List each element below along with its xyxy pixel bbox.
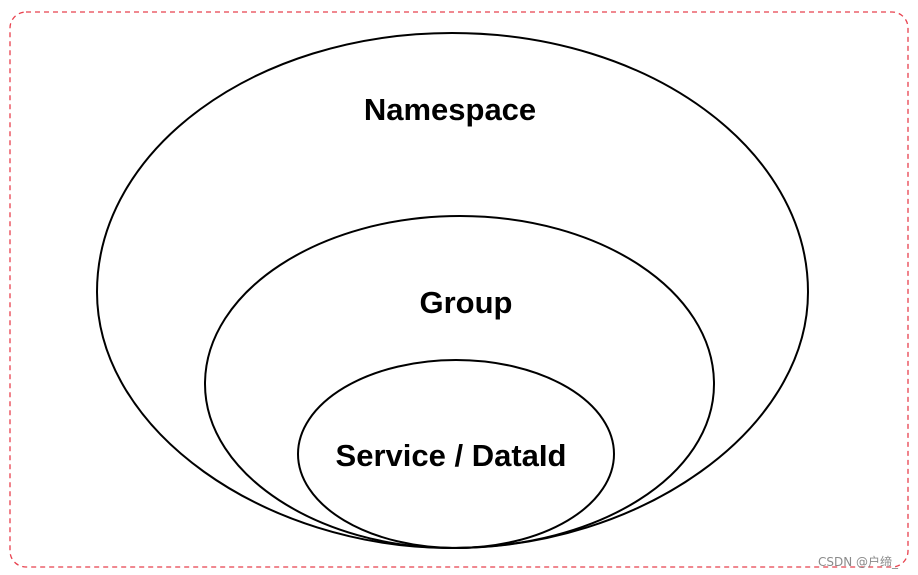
watermark-text: CSDN @户缔_ — [818, 554, 899, 569]
service-dataid-label: Service / DataId — [336, 438, 567, 473]
dashed-frame — [9, 11, 909, 568]
service-dataid-ellipse — [297, 359, 615, 549]
group-label: Group — [420, 285, 513, 320]
group-ellipse — [203, 214, 716, 550]
namespace-label: Namespace — [364, 92, 536, 127]
